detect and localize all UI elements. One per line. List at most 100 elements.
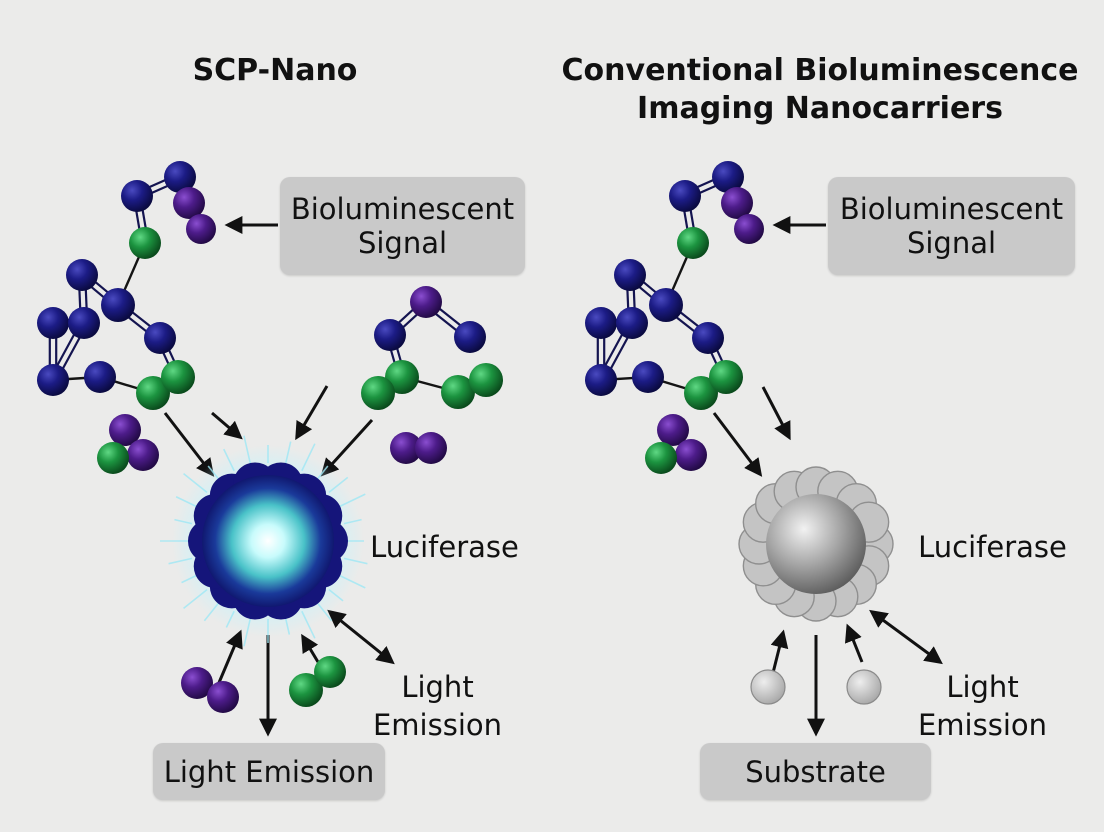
right-title-line1: Conventional Bioluminescence	[561, 53, 1079, 88]
navy-atom	[585, 364, 617, 396]
purple-atom	[657, 414, 689, 446]
purple-atom	[173, 187, 205, 219]
left-emission-line1: Light	[401, 670, 474, 704]
green-atom	[97, 442, 129, 474]
glow-ray	[328, 476, 349, 493]
glow-ray	[174, 518, 193, 525]
green-atom	[361, 376, 395, 410]
navy-atom	[614, 259, 646, 291]
purple-atom	[721, 187, 753, 219]
arrow	[163, 412, 215, 477]
purple-atom	[186, 214, 216, 244]
glow-ray	[343, 518, 362, 525]
arrows-layer	[163, 216, 943, 737]
glow-ray	[301, 443, 316, 472]
green-atom	[314, 656, 346, 688]
glow-ray	[223, 448, 235, 472]
glow-ray	[168, 557, 193, 565]
navy-atom	[66, 259, 98, 291]
glow-ray	[337, 574, 366, 589]
navy-atom	[84, 361, 116, 393]
glow-ray	[316, 465, 329, 481]
glow-ray	[203, 601, 220, 622]
arrow	[761, 386, 791, 441]
glow-ray	[301, 610, 316, 639]
glow-ray	[316, 601, 333, 622]
glow-ray	[181, 574, 199, 584]
left-output-box: Light Emission	[153, 743, 385, 800]
arrow	[844, 623, 864, 663]
right-emission-line1: Light	[946, 670, 1019, 704]
green-atom	[385, 360, 419, 394]
green-atom	[161, 360, 195, 394]
purple-atom	[415, 432, 447, 464]
glow-ray	[183, 589, 208, 609]
right-luciferase-label: Luciferase	[918, 530, 1067, 564]
green-atom	[129, 227, 161, 259]
green-atom	[709, 360, 743, 394]
navy-atom	[616, 307, 648, 339]
glow-ray	[337, 493, 366, 508]
left-signal-line2: Signal	[357, 226, 448, 260]
glow-ray	[175, 496, 199, 508]
navy-atom	[68, 307, 100, 339]
arrow	[712, 412, 763, 477]
arrow	[295, 385, 329, 441]
navy-atom	[374, 319, 406, 351]
green-atom	[441, 375, 475, 409]
navy-atom	[164, 161, 196, 193]
navy-atom	[454, 321, 486, 353]
navy-atom	[101, 288, 135, 322]
left-title: SCP-Nano	[192, 53, 358, 88]
glow-ray	[207, 465, 220, 481]
left-emission-label: Light Emission	[365, 668, 510, 744]
arrow	[211, 411, 243, 440]
navy-atom	[144, 322, 176, 354]
green-atom	[645, 442, 677, 474]
glow-ray	[284, 441, 292, 466]
glow-ray	[225, 610, 235, 628]
glow-ray	[343, 557, 368, 565]
particles-layer	[160, 435, 894, 705]
glow-ray	[183, 473, 208, 493]
substrate-bead	[750, 669, 786, 705]
right-signal-box: Bioluminescent Signal	[828, 177, 1075, 275]
navy-atom	[649, 288, 683, 322]
navy-atom	[692, 322, 724, 354]
double-arrow	[327, 609, 395, 665]
substrate-bead	[846, 669, 882, 705]
left-emission-line2: Emission	[372, 708, 503, 742]
purple-atom	[127, 439, 159, 471]
purple-atom	[410, 286, 442, 318]
navy-atom	[121, 180, 153, 212]
green-atom	[469, 363, 503, 397]
arrow	[320, 418, 374, 477]
right-signal-line1: Bioluminescent	[839, 192, 1064, 226]
purple-atom	[109, 414, 141, 446]
arrow	[301, 633, 320, 663]
luciferase-core	[202, 475, 334, 607]
right-title-line2: Imaging Nanocarriers	[637, 91, 1003, 126]
right-output-box: Substrate	[700, 743, 931, 800]
glow-ray	[328, 589, 344, 602]
purple-atom	[675, 439, 707, 471]
glow-ray	[243, 616, 252, 647]
navy-atom	[712, 161, 744, 193]
right-emission-line2: Emission	[917, 708, 1048, 742]
purple-atom	[207, 681, 239, 713]
glow-ray	[243, 435, 252, 466]
right-title: Conventional Bioluminescence Imaging Nan…	[560, 52, 1080, 128]
purple-atom	[181, 667, 213, 699]
left-signal-line1: Bioluminescent	[290, 192, 515, 226]
purple-atom	[390, 432, 422, 464]
purple-atom	[734, 214, 764, 244]
left-luciferase-label: Luciferase	[370, 530, 519, 564]
navy-atom	[585, 307, 617, 339]
green-atom	[677, 227, 709, 259]
navy-atom	[37, 307, 69, 339]
navy-atom	[37, 364, 69, 396]
atoms-layer	[37, 161, 764, 713]
green-atom	[289, 673, 323, 707]
right-signal-line2: Signal	[906, 226, 997, 260]
